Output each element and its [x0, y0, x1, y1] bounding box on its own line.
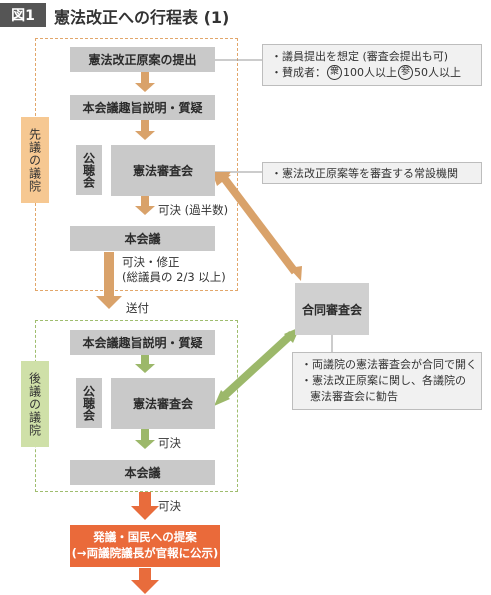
final-down-arrow	[131, 568, 159, 594]
figure-tag: 図1	[0, 3, 46, 27]
first-commission-box: 憲法審査会	[111, 145, 215, 196]
second-house-arrows	[135, 353, 155, 449]
first-joint-arrow	[212, 172, 302, 281]
second-public-hearing-box: 公聴会	[76, 378, 102, 428]
shu-mark: 衆	[327, 65, 342, 81]
second-explain-box: 本会議趣旨説明・質疑	[70, 330, 215, 355]
first-plenary-box: 本会議	[70, 226, 215, 251]
first-public-hearing-box: 公聴会	[76, 145, 102, 195]
commission-note: ・憲法改正原案等を審査する常設機関	[262, 162, 482, 184]
second-plenary-box: 本会議	[70, 460, 215, 485]
joint-note-line3: 憲法審査会に勧告	[310, 389, 398, 403]
second-commission-box: 憲法審査会	[111, 378, 215, 429]
final-proposal-box: 発議・国民への提案 (→両議院議長が官報に公示)	[70, 525, 220, 567]
second-joint-arrow	[219, 331, 295, 401]
joint-commission-box: 合同審査会	[295, 283, 369, 335]
send-arrow	[96, 252, 122, 309]
final-proposal-line2: (→両議院議長が官報に公示)	[71, 546, 219, 560]
first-house-label: 先議の議院	[21, 117, 49, 203]
final-pass-arrow	[131, 492, 159, 520]
first-house-arrows	[135, 72, 155, 215]
send-label: 送付	[126, 301, 149, 315]
joint-note-line2: ・憲法改正原案に関し、各議院の	[301, 373, 466, 387]
page-title: 憲法改正への行程表 (1)	[54, 8, 230, 27]
final-proposal-line1: 発議・国民への提案	[93, 530, 197, 545]
second-pass-label: 可決	[158, 436, 181, 450]
second-house-label: 後議の議院	[21, 361, 49, 447]
joint-note-line1: ・両議院の憲法審査会が合同で開く	[301, 358, 477, 371]
san-mark: 参	[398, 65, 413, 81]
first-pass-majority-label: 可決 (過半数)	[158, 203, 229, 217]
first-explain-box: 本会議趣旨説明・質疑	[70, 95, 215, 120]
pass-amend-label-1: 可決・修正	[122, 255, 180, 269]
joint-note: ・両議院の憲法審査会が合同で開く ・憲法改正原案に関し、各議院の 憲法審査会に勧…	[292, 352, 482, 410]
final-pass-label: 可決	[158, 499, 181, 513]
proposal-box: 憲法改正原案の提出	[70, 47, 215, 72]
proposal-note-line1: ・議員提出を想定 (審査会提出も可)	[271, 50, 449, 63]
pass-amend-label-2: (総議員の 2/3 以上)	[122, 270, 226, 284]
